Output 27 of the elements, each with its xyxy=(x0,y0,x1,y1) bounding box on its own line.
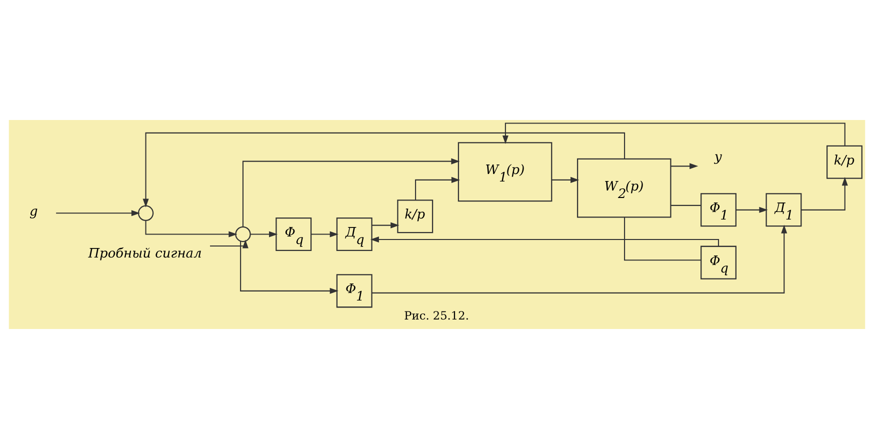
node-circle xyxy=(138,204,154,221)
connector xyxy=(670,204,701,206)
arrow xyxy=(210,239,248,248)
node-text: Пробный сигнал xyxy=(88,246,202,262)
arrow xyxy=(801,176,848,210)
arrow xyxy=(736,206,768,212)
arrow xyxy=(145,220,238,237)
connector xyxy=(624,216,702,260)
arrow xyxy=(56,210,140,216)
node-box: k/p xyxy=(397,199,434,233)
arrow xyxy=(370,236,720,246)
arrow xyxy=(372,222,400,228)
node-text: y xyxy=(714,150,722,165)
arrow xyxy=(372,224,788,293)
arrow xyxy=(502,122,846,146)
arrow xyxy=(142,132,626,207)
node-circle xyxy=(235,226,251,242)
node-box: k/p xyxy=(826,144,862,178)
arrow xyxy=(552,176,580,182)
arrow xyxy=(311,230,338,237)
arrow xyxy=(242,158,460,226)
arrow xyxy=(670,162,698,169)
arrow xyxy=(250,230,278,237)
arrow xyxy=(415,176,460,200)
caption: Рис. 25.12. xyxy=(404,308,469,322)
arrow xyxy=(240,240,338,294)
node-text: g xyxy=(30,204,38,219)
